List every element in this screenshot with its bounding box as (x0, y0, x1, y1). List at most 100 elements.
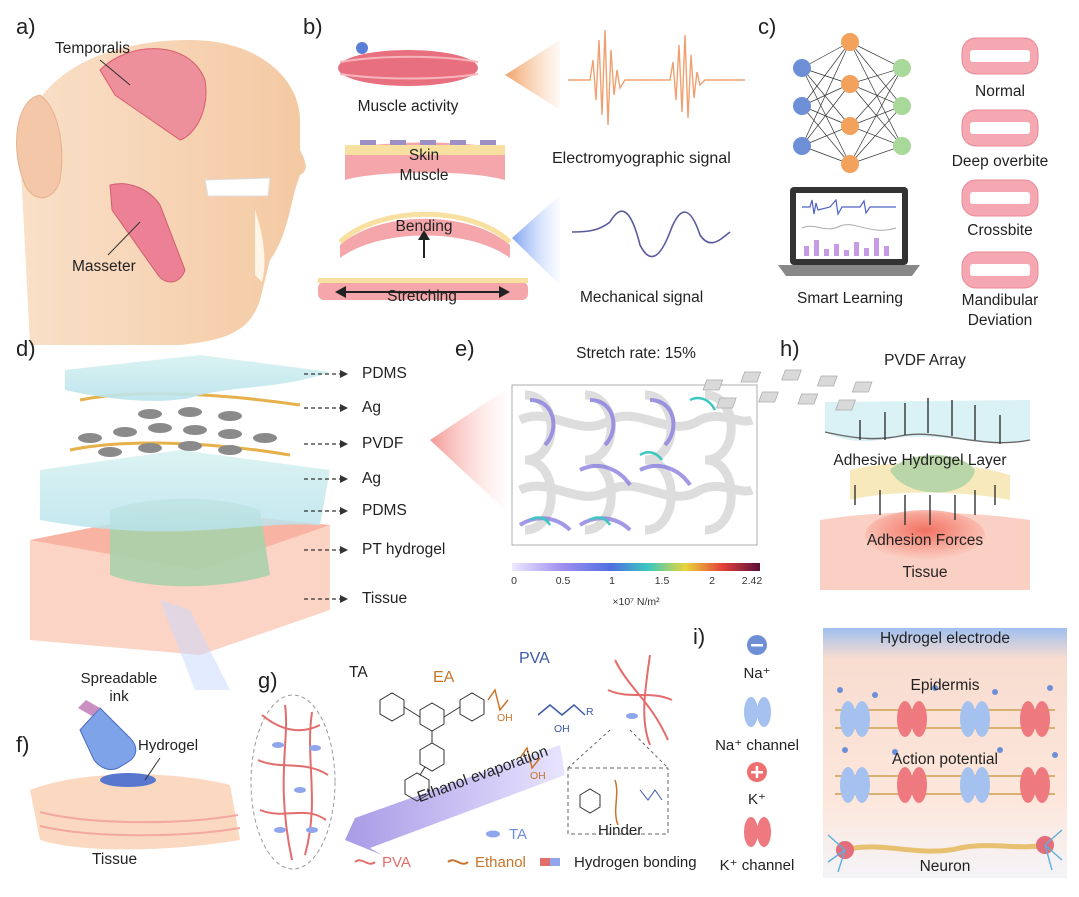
hydrogel-electrode-label: Hydrogel electrode (879, 630, 1011, 647)
ea-oh-label-2: OH (530, 770, 546, 782)
panel-i (744, 628, 1067, 878)
panel-c-letter: c) (758, 14, 777, 39)
crossbite-label: Crossbite (967, 222, 1033, 239)
panel-g-letter: g) (258, 668, 278, 693)
legend-pva-label: PVA (382, 854, 411, 871)
bending-layer (340, 218, 510, 258)
k-channel-icon-l (744, 817, 758, 847)
teeth-whites (970, 50, 1030, 276)
mech-signal-label: Mechanical signal (580, 289, 704, 306)
ear (16, 94, 63, 198)
hinder-label: Hinder (598, 822, 643, 839)
masseter-muscle (109, 183, 186, 283)
colorbar-tick-2: 1 (609, 575, 615, 587)
network-edges (801, 41, 903, 165)
bending-label: Bending (395, 218, 453, 235)
f-bottle-cap (78, 700, 100, 716)
pva-oh-label: OH (554, 723, 570, 735)
panel-d (30, 355, 505, 690)
k-channel-label: K⁺ channel (719, 857, 795, 874)
mandibular-label-1: Mandibular (961, 292, 1039, 309)
spreadable-ink-label-1: Spreadable (80, 670, 158, 687)
zoom-line-left (567, 729, 611, 769)
legend-ta-label: TA (509, 826, 528, 843)
panel-g (250, 654, 673, 870)
k-label: K⁺ (748, 791, 766, 808)
k-plus-v (755, 766, 759, 778)
d-to-e-funnel (430, 390, 505, 510)
panel-h-letter: h) (780, 336, 800, 361)
h-tissue-label: Tissue (902, 564, 948, 581)
colorbar-tick-3: 1.5 (654, 575, 670, 587)
laptop-icon (778, 187, 920, 276)
pvdf-discs (78, 407, 277, 457)
pdms-lower (40, 450, 330, 532)
layer-label-ag-top: Ag (362, 399, 381, 416)
na-minus-bar (751, 644, 763, 647)
panel-f (30, 700, 241, 850)
colorbar-unit: ×10⁷ N/m² (612, 596, 660, 608)
zoom-line-right (629, 729, 669, 769)
f-hydrogel-spot (100, 773, 156, 787)
up-arrows (859, 398, 1001, 444)
colorbar-tick-1: 0.5 (555, 575, 571, 587)
cell-scene (823, 628, 1067, 878)
stretching-top (318, 278, 528, 283)
f-ink-bottle (79, 707, 137, 771)
layer-label-tissue: Tissue (362, 590, 408, 607)
electrode-pads (360, 140, 496, 145)
epidermis-label: Epidermis (910, 677, 980, 694)
neuron-label: Neuron (919, 858, 971, 875)
colorbar-tick-0: 0 (511, 575, 517, 587)
spreadable-ink-label-2: ink (109, 688, 129, 705)
smart-learning-label: Smart Learning (797, 290, 903, 307)
deep-overbite-label: Deep overbite (951, 153, 1049, 170)
stretch-rate-title: Stretch rate: 15% (576, 345, 696, 362)
mech-signal-trace (571, 210, 731, 258)
evaporation-arrow (345, 745, 565, 855)
skin-layer (345, 145, 505, 155)
pva-label: PVA (519, 650, 550, 667)
g-ta-dots (272, 742, 321, 833)
panel-a-letter: a) (16, 14, 36, 39)
layer-label-pvdf: PVDF (362, 435, 404, 452)
panel-h (702, 369, 1031, 590)
h-film-edge (824, 431, 1031, 444)
ea-label: EA (433, 669, 455, 686)
neuron-dendrites (827, 829, 1063, 873)
emg-signal-trace (568, 29, 745, 126)
g-pva-chains (257, 704, 329, 861)
legend-ethanol-label: Ethanol (475, 854, 526, 871)
mech-funnel (512, 195, 560, 285)
ea-oh-label-1: OH (497, 712, 513, 724)
panel-d-letter: d) (16, 336, 36, 361)
pva-molecule (537, 704, 586, 716)
emg-funnel (505, 40, 560, 110)
h-tissue-glow (865, 510, 985, 560)
network-nodes (793, 33, 911, 173)
na-channel-icon-l (744, 697, 758, 727)
head-silhouette (20, 40, 306, 345)
stretch-arrowhead-right (499, 286, 510, 298)
masseter-leader (107, 221, 141, 256)
temporalis-label: Temporalis (55, 40, 130, 57)
down-arrows (854, 485, 996, 525)
ta-molecule-label: TA (349, 664, 368, 681)
panel-b-letter: b) (303, 14, 323, 39)
panel-e (511, 384, 760, 571)
panel-b (318, 29, 745, 300)
h-hydrogel-blob (890, 455, 975, 493)
pvdf-array-label: PVDF Array (884, 352, 966, 369)
neuron-icon (356, 42, 368, 54)
layer-label-ag-bottom: Ag (362, 470, 381, 487)
ions (837, 685, 1058, 758)
g-mesh-top (607, 654, 673, 746)
f-tissue-layers (39, 811, 241, 837)
muscle-fibers (339, 55, 479, 80)
pva-r-label: R (586, 706, 594, 718)
muscle-bundle (338, 50, 478, 86)
hinder-detail (579, 779, 663, 826)
masseter-label: Masseter (72, 258, 136, 275)
stress-hotspots (518, 398, 692, 532)
